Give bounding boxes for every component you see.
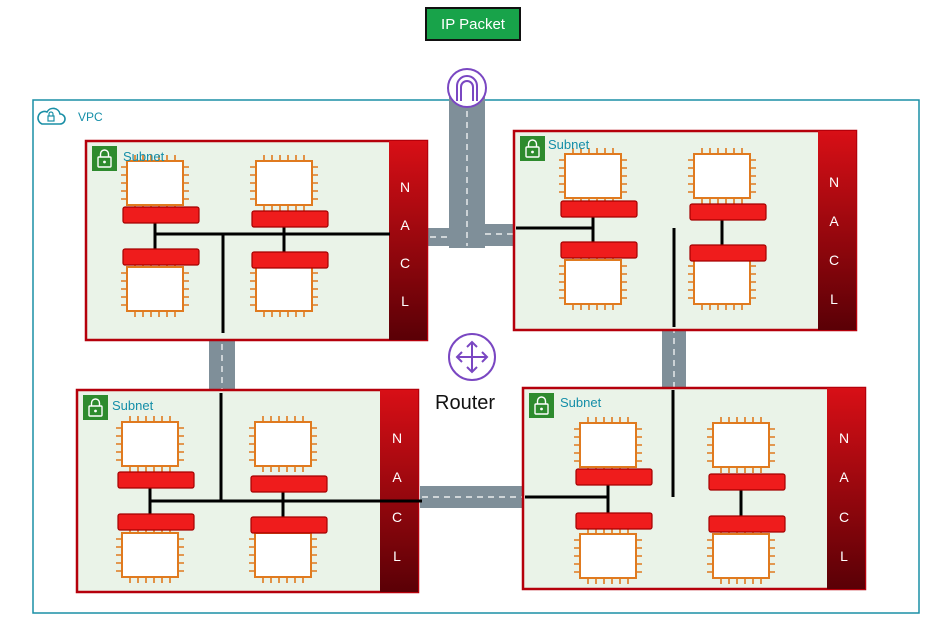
network-interface — [689, 203, 767, 221]
network-interface — [689, 244, 767, 262]
subnet-3-lock-icon — [83, 395, 108, 420]
subnet-3-label: Subnet — [112, 398, 154, 413]
subnet-4-nacl — [827, 388, 865, 589]
subnet-4-lock-icon — [529, 393, 554, 418]
vpc-cloud-icon — [34, 101, 68, 131]
instance-icon — [688, 148, 756, 204]
subnet-2 — [512, 129, 858, 332]
road-gateway-to-subnet-2 — [484, 224, 522, 246]
instance-icon — [559, 254, 627, 310]
subnet-2-wiring — [516, 217, 724, 327]
subnet-4-box — [521, 386, 867, 591]
network-interface — [250, 516, 328, 534]
instance-icon — [121, 261, 189, 317]
network-interface — [250, 475, 328, 493]
network-interface — [708, 515, 786, 533]
subnet-1 — [84, 139, 429, 342]
subnet-1-nacl — [389, 141, 427, 340]
ip-packet-label: IP Packet — [441, 15, 505, 33]
instance-icon — [574, 417, 642, 473]
subnet-3-nacl — [380, 390, 418, 592]
subnet-3-wiring — [148, 393, 422, 517]
road-lane-markings — [221, 100, 675, 498]
network-interface — [117, 513, 195, 531]
subnet-2-nacl — [818, 131, 856, 330]
subnet-3 — [75, 388, 422, 594]
instance-icon — [688, 254, 756, 310]
instance-icon — [707, 528, 775, 584]
network-interface — [251, 210, 329, 228]
network-interface — [575, 468, 653, 486]
instance-icon — [707, 417, 775, 473]
instance-icon — [116, 416, 184, 472]
network-interface — [117, 471, 195, 489]
instance-icon — [249, 527, 317, 583]
ip-packet: IP Packet — [425, 7, 521, 41]
network-interface — [708, 473, 786, 491]
subnet-4-label: Subnet — [560, 395, 602, 410]
network-interface — [251, 251, 329, 269]
network-interface — [575, 512, 653, 530]
instance-icon — [116, 527, 184, 583]
instance-icon — [250, 155, 318, 211]
network-interface — [560, 200, 638, 218]
subnet-1-wiring — [153, 223, 390, 333]
subnet-1-label: Subnet — [123, 149, 165, 164]
instance-icon — [249, 416, 317, 472]
network-interface — [122, 248, 200, 266]
subnet-1-nacl-letters: N A C L — [399, 179, 411, 309]
subnet-2-lock-icon — [520, 136, 545, 161]
subnet-3-nacl-letters: N A C L — [391, 429, 403, 565]
router-icon — [448, 333, 496, 381]
subnet-2-nacl-letters: N A C L — [828, 174, 840, 307]
subnet-4 — [521, 386, 867, 591]
instance-icon — [574, 528, 642, 584]
instance-icon — [559, 148, 627, 204]
subnet-2-label: Subnet — [548, 137, 590, 152]
network-interface — [122, 206, 200, 224]
road-gateway-to-subnet-1 — [428, 228, 450, 246]
internet-gateway-icon — [447, 68, 487, 108]
subnet-4-nacl-letters: N A C L — [838, 429, 850, 565]
subnet-1-lock-icon — [92, 146, 117, 171]
network-interface — [560, 241, 638, 259]
vpc-label: VPC — [78, 110, 103, 124]
router-label: Router — [435, 392, 496, 414]
instance-icon — [121, 155, 189, 211]
instance-icon — [250, 261, 318, 317]
subnet-4-wiring — [525, 390, 743, 516]
